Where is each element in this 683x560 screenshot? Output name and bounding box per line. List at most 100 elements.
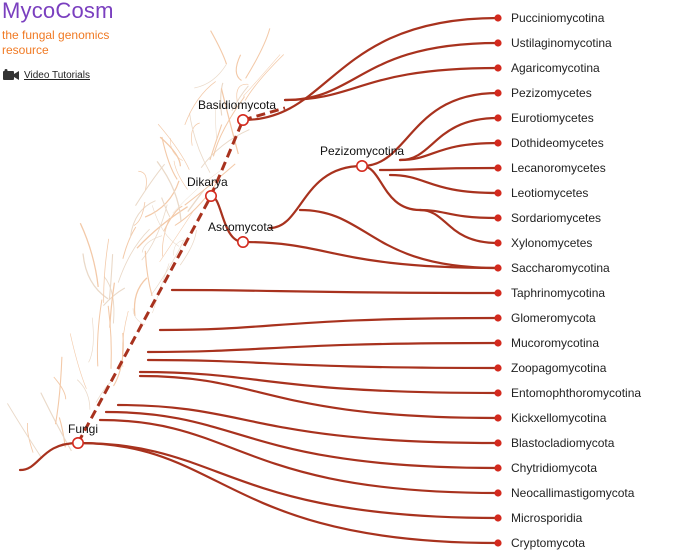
node-dot[interactable] <box>355 160 368 173</box>
leaf-label[interactable]: Cryptomycota <box>511 536 585 550</box>
leaf-saccharomycotina[interactable]: Saccharomycotina <box>494 261 610 275</box>
leaf-xylonomycetes[interactable]: Xylonomycetes <box>494 236 592 250</box>
node-label[interactable]: Dikarya <box>187 175 228 189</box>
leaf-label[interactable]: Chytridiomycota <box>511 461 597 475</box>
leaf-dot[interactable] <box>494 339 502 347</box>
leaf-dot[interactable] <box>494 39 502 47</box>
leaf-label[interactable]: Kickxellomycotina <box>511 411 607 425</box>
leaf-dot[interactable] <box>494 314 502 322</box>
node-label[interactable]: Basidiomycota <box>198 98 276 112</box>
leaf-label[interactable]: Agaricomycotina <box>511 61 600 75</box>
leaf-glomeromycota[interactable]: Glomeromycota <box>494 311 596 325</box>
leaf-dot[interactable] <box>494 539 502 547</box>
decor-hair <box>157 123 190 170</box>
leaf-zoopagomycotina[interactable]: Zoopagomycotina <box>494 361 607 375</box>
root-branch <box>18 441 80 472</box>
node-dot[interactable] <box>237 114 250 127</box>
decor-hair <box>96 299 103 367</box>
node-label[interactable]: Fungi <box>68 422 98 436</box>
leaf-label[interactable]: Pucciniomycotina <box>511 11 605 25</box>
node-dot[interactable] <box>72 436 85 449</box>
leaf-agaricomycotina[interactable]: Agaricomycotina <box>494 61 600 75</box>
leaf-label[interactable]: Zoopagomycotina <box>511 361 607 375</box>
leaf-dot[interactable] <box>494 514 502 522</box>
leaf-label[interactable]: Leotiomycetes <box>511 186 588 200</box>
leaf-label[interactable]: Xylonomycetes <box>511 236 592 250</box>
leaf-label[interactable]: Ustilaginomycotina <box>511 36 612 50</box>
video-tutorials-link[interactable]: Video Tutorials <box>2 68 90 82</box>
leaf-microsporidia[interactable]: Microsporidia <box>494 511 583 525</box>
leaf-dot[interactable] <box>494 464 502 472</box>
leaf-pezizomycetes[interactable]: Pezizomycetes <box>494 86 592 100</box>
leaf-entomophthoromycotina[interactable]: Entomophthoromycotina <box>494 386 641 400</box>
leaf-dot[interactable] <box>494 364 502 372</box>
leaf-dot[interactable] <box>494 439 502 447</box>
node-dikarya[interactable]: Dikarya <box>187 175 228 203</box>
leaf-cryptomycota[interactable]: Cryptomycota <box>494 536 585 550</box>
leaf-dot[interactable] <box>494 14 502 22</box>
leaf-label[interactable]: Sordariomycetes <box>511 211 601 225</box>
leaf-blastocladiomycota[interactable]: Blastocladiomycota <box>494 436 615 450</box>
leaf-dot[interactable] <box>494 189 502 197</box>
leaf-dot[interactable] <box>494 264 502 272</box>
leaf-label[interactable]: Neocallimastigomycota <box>511 486 635 500</box>
leaf-pucciniomycotina[interactable]: Pucciniomycotina <box>494 11 605 25</box>
leaf-dothideomycetes[interactable]: Dothideomycetes <box>494 136 604 150</box>
leaf-label[interactable]: Dothideomycetes <box>511 136 604 150</box>
node-label[interactable]: Pezizomycotina <box>320 144 404 158</box>
leaf-eurotiomycetes[interactable]: Eurotiomycetes <box>494 111 594 125</box>
leaf-label[interactable]: Blastocladiomycota <box>511 436 615 450</box>
leaf-dot[interactable] <box>494 114 502 122</box>
leaf-dot[interactable] <box>494 389 502 397</box>
leaf-label[interactable]: Taphrinomycotina <box>511 286 605 300</box>
leaf-chytridiomycota[interactable]: Chytridiomycota <box>494 461 597 475</box>
leaf-label[interactable]: Glomeromycota <box>511 311 596 325</box>
leaf-label[interactable]: Mucoromycotina <box>511 336 599 350</box>
leaf-label[interactable]: Saccharomycotina <box>511 261 610 275</box>
leaf-label[interactable]: Lecanoromycetes <box>511 161 606 175</box>
leaf-dot[interactable] <box>494 139 502 147</box>
leaf-dot[interactable] <box>494 239 502 247</box>
leaf-dot[interactable] <box>494 414 502 422</box>
node-dot[interactable] <box>237 236 250 249</box>
branch-chytridiomycota <box>104 410 500 470</box>
node-dot[interactable] <box>205 190 218 203</box>
app-title[interactable]: MycoCosm <box>2 0 114 23</box>
leaf-sordariomycetes[interactable]: Sordariomycetes <box>494 211 601 225</box>
node-pezizo[interactable]: Pezizomycotina <box>320 144 404 173</box>
decor-hair <box>215 103 217 139</box>
leaf-label[interactable]: Microsporidia <box>511 511 583 525</box>
decor-hair <box>179 229 197 266</box>
leaf-ustilaginomycotina[interactable]: Ustilaginomycotina <box>494 36 612 50</box>
decor-hair <box>132 308 146 326</box>
leaf-label[interactable]: Eurotiomycetes <box>511 111 594 125</box>
leaf-dot[interactable] <box>494 89 502 97</box>
leaf-lecanoromycetes[interactable]: Lecanoromycetes <box>494 161 606 175</box>
node-asco[interactable]: Ascomycota <box>208 220 274 249</box>
leaf-neocallimastigomycota[interactable]: Neocallimastigomycota <box>494 486 635 500</box>
node-basidio[interactable]: Basidiomycota <box>198 98 276 127</box>
leaf-dot[interactable] <box>494 489 502 497</box>
decor-hair <box>82 253 109 300</box>
leaf-taphrinomycotina[interactable]: Taphrinomycotina <box>494 286 605 300</box>
leaf-dot[interactable] <box>494 164 502 172</box>
video-tutorials-label[interactable]: Video Tutorials <box>24 69 90 81</box>
decor-hair <box>133 201 146 226</box>
basidio-stub-branch <box>242 106 286 122</box>
decor-hair <box>236 83 249 102</box>
leaf-dot[interactable] <box>494 64 502 72</box>
leaf-label[interactable]: Entomophthoromycotina <box>511 386 641 400</box>
leaf-dot[interactable] <box>494 214 502 222</box>
decor-hair <box>209 124 223 161</box>
branch-microsporidia <box>76 441 500 520</box>
leaf-dot[interactable] <box>494 289 502 297</box>
branch-leotiomycetes <box>388 173 500 195</box>
leaf-label[interactable]: Pezizomycetes <box>511 86 592 100</box>
leaf-kickxellomycotina[interactable]: Kickxellomycotina <box>494 411 607 425</box>
node-label[interactable]: Ascomycota <box>208 220 274 234</box>
leaf-mucoromycotina[interactable]: Mucoromycotina <box>494 336 599 350</box>
decor-hair <box>173 160 188 190</box>
leaf-leotiomycetes[interactable]: Leotiomycetes <box>494 186 588 200</box>
node-fungi[interactable]: Fungi <box>68 422 98 449</box>
branch-xylonomycetes <box>418 208 500 245</box>
